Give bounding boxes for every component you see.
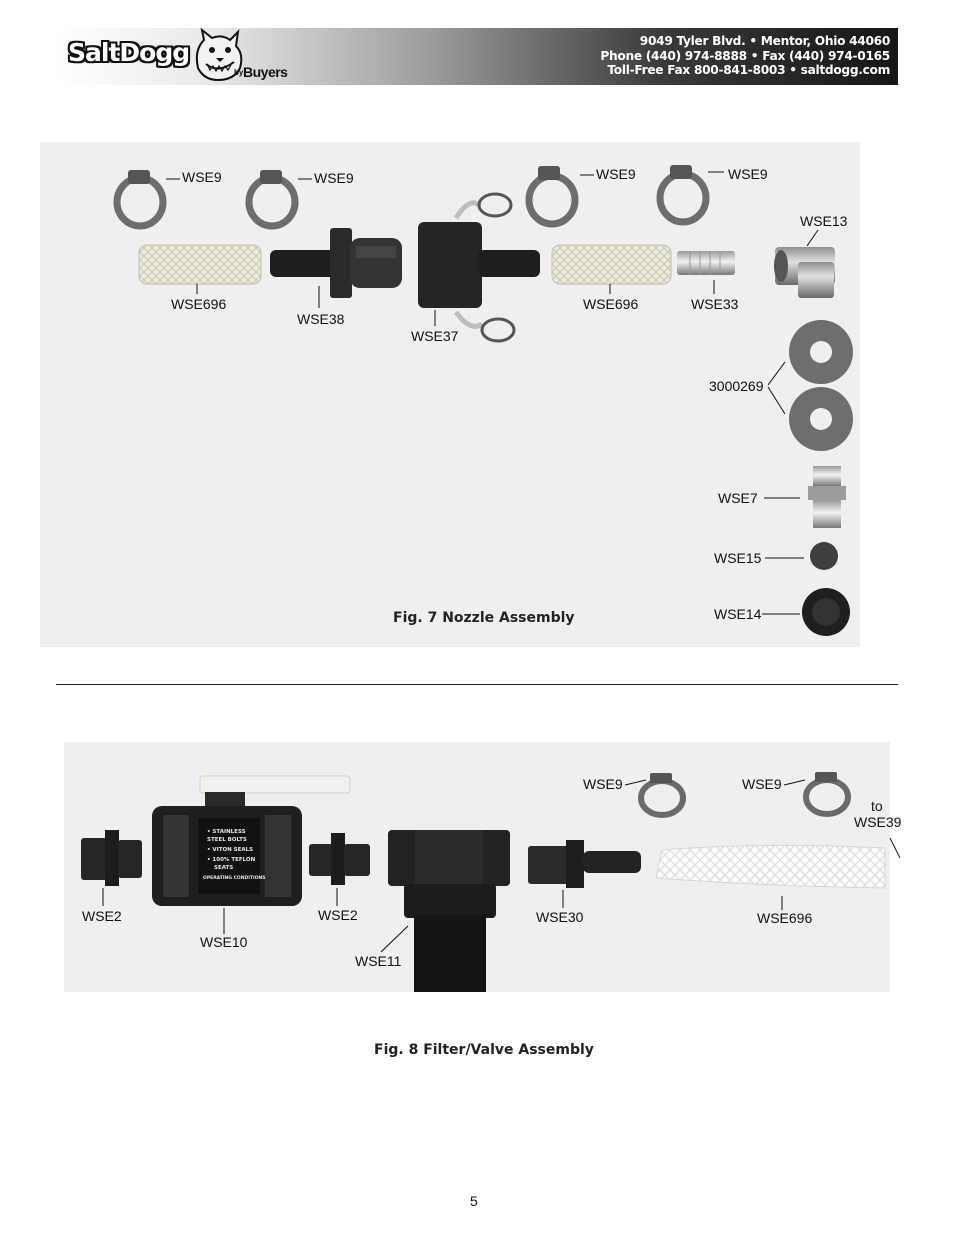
company-address: 9049 Tyler Blvd. • Mentor, Ohio 44060 Ph… bbox=[600, 34, 890, 78]
ball-valve bbox=[152, 775, 351, 906]
braided-hose-2 bbox=[551, 244, 672, 285]
section-divider bbox=[56, 684, 898, 685]
valve-text-line: STEEL BOLTS bbox=[207, 837, 247, 843]
hose-clamp-fig8-2 bbox=[803, 772, 851, 817]
phone-line: Phone (440) 974-8888 • Fax (440) 974-016… bbox=[600, 48, 890, 63]
cam-adapter bbox=[270, 228, 402, 298]
braided-hose-1 bbox=[138, 244, 262, 285]
label-wse696-hose1: WSE696 bbox=[171, 296, 227, 312]
label-wse696-hose: WSE696 bbox=[757, 910, 813, 926]
label-wse696-hose2: WSE696 bbox=[583, 296, 639, 312]
rubber-washer-1 bbox=[789, 320, 853, 384]
label-wse2-right: WSE2 bbox=[318, 907, 358, 923]
fig8-caption: Fig. 8 Filter/Valve Assembly bbox=[374, 1042, 594, 1058]
street-elbow bbox=[774, 247, 835, 298]
valve-text-line: SEATS bbox=[214, 865, 233, 871]
hose-barb-fitting bbox=[528, 840, 641, 888]
label-wse9-clamp1: WSE9 bbox=[182, 169, 222, 185]
label-wse39: WSE39 bbox=[854, 814, 902, 830]
pipe-nipple-left bbox=[81, 830, 142, 886]
fig8-leader-lines bbox=[102, 779, 901, 953]
label-to: to bbox=[871, 798, 883, 814]
buyers-logo: Buyers bbox=[243, 64, 288, 80]
label-wse9-clamp-fig8-2: WSE9 bbox=[742, 776, 782, 792]
inline-filter bbox=[388, 830, 510, 992]
logo-by-text: by bbox=[234, 68, 244, 77]
address-line: 9049 Tyler Blvd. • Mentor, Ohio 44060 bbox=[639, 34, 891, 48]
pipe-nipple-right bbox=[309, 833, 370, 885]
valve-text-line: • VITON SEALS bbox=[207, 847, 253, 853]
label-wse2-left: WSE2 bbox=[82, 908, 122, 924]
label-wse9-clamp3: WSE9 bbox=[596, 166, 636, 182]
label-wse10-valve: WSE10 bbox=[200, 934, 248, 950]
cam-coupler bbox=[418, 192, 540, 343]
label-wse37-coupler: WSE37 bbox=[411, 328, 459, 344]
label-wse15-disc: WSE15 bbox=[714, 550, 762, 566]
label-wse9-clamp4: WSE9 bbox=[728, 166, 768, 182]
filter-disc bbox=[810, 542, 838, 570]
label-wse7-hex-nipple: WSE7 bbox=[718, 490, 758, 506]
dog-mascot-icon bbox=[195, 28, 243, 82]
valve-body-text: • STAINLESS STEEL BOLTS • VITON SEALS • … bbox=[203, 829, 265, 881]
valve-text-line: • STAINLESS bbox=[207, 829, 246, 835]
label-wse38-adapter: WSE38 bbox=[297, 311, 345, 327]
label-wse13-elbow: WSE13 bbox=[800, 213, 848, 229]
hose-barb-nipple bbox=[677, 251, 735, 275]
rubber-washer-2 bbox=[789, 387, 853, 451]
label-wse11-filter: WSE11 bbox=[355, 953, 402, 969]
label-wse9-clamp-fig8-1: WSE9 bbox=[583, 776, 623, 792]
white-braided-hose bbox=[655, 844, 886, 889]
vent-cap bbox=[802, 588, 850, 636]
label-wse33-nipple: WSE33 bbox=[691, 296, 739, 312]
fig7-caption: Fig. 7 Nozzle Assembly bbox=[393, 610, 575, 626]
valve-text-line: OPERATING CONDITIONS bbox=[203, 875, 265, 881]
label-3000269-washers: 3000269 bbox=[709, 378, 764, 394]
hose-clamp-fig8-1 bbox=[638, 773, 686, 818]
saltdogg-logo: SaltDogg bbox=[68, 38, 190, 67]
label-wse9-clamp2: WSE9 bbox=[314, 170, 354, 186]
hex-nipple bbox=[808, 466, 846, 528]
hose-clamp-4 bbox=[656, 165, 710, 226]
label-wse30-barb: WSE30 bbox=[536, 909, 584, 925]
hose-clamp-2 bbox=[245, 170, 299, 230]
label-wse14-cap: WSE14 bbox=[714, 606, 762, 622]
hose-clamp-1 bbox=[113, 170, 167, 230]
web-line: Toll-Free Fax 800-841-8003 • saltdogg.co… bbox=[607, 63, 890, 77]
hose-clamp-3 bbox=[525, 166, 579, 228]
page-header: SaltDogg by Buyers 9049 Tyler Blvd. • Me… bbox=[56, 28, 898, 85]
fig7-leader-lines bbox=[166, 171, 819, 615]
page-number: 5 bbox=[470, 1193, 478, 1209]
valve-text-line: • 100% TEFLON bbox=[207, 857, 256, 863]
